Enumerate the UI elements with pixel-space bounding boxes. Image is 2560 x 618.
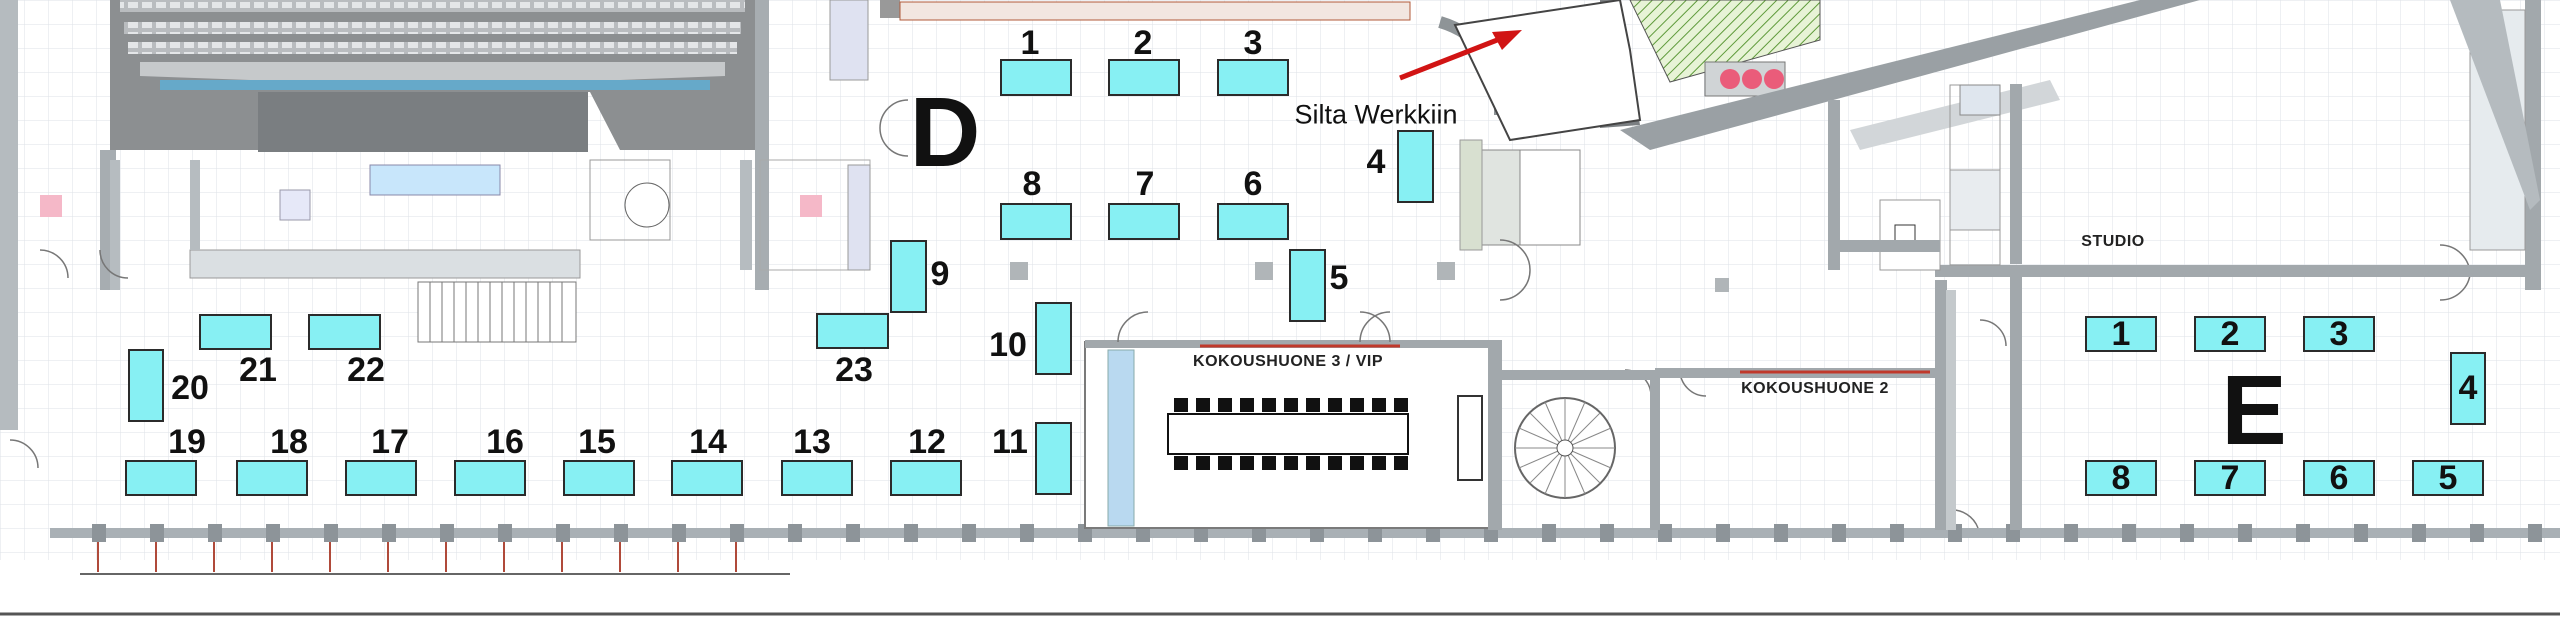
booth-d-5[interactable] bbox=[1289, 249, 1326, 322]
booth-d-7[interactable] bbox=[1108, 203, 1180, 240]
studio-label: STUDIO bbox=[2081, 233, 2145, 250]
booth-e-5-number: 5 bbox=[2438, 459, 2458, 497]
booth-e-8-number: 8 bbox=[2111, 459, 2131, 497]
booth-d-4[interactable] bbox=[1397, 130, 1434, 203]
booth-d-22-number: 22 bbox=[347, 351, 385, 389]
booth-d-15-number: 15 bbox=[578, 423, 616, 461]
booth-d-18[interactable] bbox=[236, 460, 308, 496]
booth-d-21[interactable] bbox=[199, 314, 272, 350]
booth-d-5-number: 5 bbox=[1329, 259, 1349, 297]
booth-d-1-number: 1 bbox=[1020, 24, 1040, 62]
booth-d-11-number: 11 bbox=[992, 423, 1028, 461]
booth-d-6[interactable] bbox=[1217, 203, 1289, 240]
booth-d-10[interactable] bbox=[1035, 302, 1072, 375]
booth-e-2[interactable] bbox=[2194, 316, 2266, 352]
zone-e-label: E bbox=[2221, 355, 2287, 465]
booth-e-5[interactable] bbox=[2412, 460, 2484, 496]
booth-d-14-number: 14 bbox=[689, 423, 727, 461]
booth-d-20-number: 20 bbox=[171, 369, 209, 407]
booth-d-16[interactable] bbox=[454, 460, 526, 496]
booth-d-18-number: 18 bbox=[270, 423, 308, 461]
booth-e-3[interactable] bbox=[2303, 316, 2375, 352]
booth-d-17-number: 17 bbox=[371, 423, 409, 461]
booth-e-6[interactable] bbox=[2303, 460, 2375, 496]
booth-d-6-number: 6 bbox=[1243, 165, 1263, 203]
booth-e-1[interactable] bbox=[2085, 316, 2157, 352]
booth-d-10-number: 10 bbox=[989, 326, 1027, 364]
booth-d-2[interactable] bbox=[1108, 59, 1180, 96]
booth-d-22[interactable] bbox=[308, 314, 381, 350]
booth-d-7-number: 7 bbox=[1135, 165, 1155, 203]
booth-e-1-number: 1 bbox=[2111, 315, 2131, 353]
booth-e-7-number: 7 bbox=[2220, 459, 2240, 497]
booth-d-8-number: 8 bbox=[1022, 165, 1042, 203]
booth-e-7[interactable] bbox=[2194, 460, 2266, 496]
booth-d-4-number: 4 bbox=[1366, 143, 1386, 181]
booth-d-9-number: 9 bbox=[930, 255, 950, 293]
booth-e-4-number: 4 bbox=[2458, 369, 2478, 407]
booth-e-2-number: 2 bbox=[2220, 315, 2240, 353]
booth-d-23-number: 23 bbox=[835, 351, 873, 389]
booth-d-2-number: 2 bbox=[1133, 24, 1153, 62]
booth-d-11[interactable] bbox=[1035, 422, 1072, 495]
booth-d-16-number: 16 bbox=[486, 423, 524, 461]
booth-d-9[interactable] bbox=[890, 240, 927, 313]
booth-e-3-number: 3 bbox=[2329, 315, 2349, 353]
booth-d-1[interactable] bbox=[1000, 59, 1072, 96]
booth-d-8[interactable] bbox=[1000, 203, 1072, 240]
meeting-room-2-label: KOKOUSHUONE 2 bbox=[1741, 380, 1889, 397]
booth-d-20[interactable] bbox=[128, 349, 164, 422]
booth-d-12-number: 12 bbox=[908, 423, 946, 461]
meeting-room-vip-label: KOKOUSHUONE 3 / VIP bbox=[1193, 353, 1383, 370]
booth-d-23[interactable] bbox=[816, 313, 889, 349]
booth-d-12[interactable] bbox=[890, 460, 962, 496]
booth-d-13-number: 13 bbox=[793, 423, 831, 461]
booth-d-21-number: 21 bbox=[239, 351, 277, 389]
booth-e-8[interactable] bbox=[2085, 460, 2157, 496]
bridge-label: Silta Werkkiin bbox=[1294, 99, 1458, 130]
booth-d-19-number: 19 bbox=[168, 423, 206, 461]
booth-d-3-number: 3 bbox=[1243, 24, 1263, 62]
booth-e-4[interactable] bbox=[2450, 352, 2486, 425]
booth-e-6-number: 6 bbox=[2329, 459, 2349, 497]
booth-d-14[interactable] bbox=[671, 460, 743, 496]
booth-d-3[interactable] bbox=[1217, 59, 1289, 96]
booth-d-19[interactable] bbox=[125, 460, 197, 496]
booth-d-13[interactable] bbox=[781, 460, 853, 496]
booth-d-15[interactable] bbox=[563, 460, 635, 496]
zone-d-label: D bbox=[909, 77, 981, 187]
booth-d-17[interactable] bbox=[345, 460, 417, 496]
